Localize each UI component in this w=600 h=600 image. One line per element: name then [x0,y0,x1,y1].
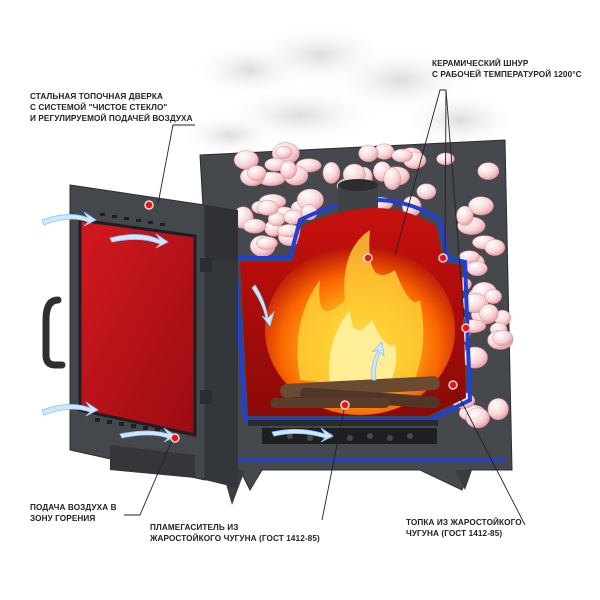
callout-door-line-2: С СИСТЕМОЙ "ЧИСТОЕ СТЕКЛО" [30,103,168,112]
callout-door-line-3: И РЕГУЛИРУЕМОЙ ПОДАЧЕЙ ВОЗДУХА [30,114,193,123]
stone [479,303,499,323]
callout-cord-line-2: С РАБОЧЕЙ ТЕМПЕРАТУРОЙ 1200°С [432,70,582,79]
ceramic-cord-outline [232,198,505,462]
firebox-door [42,184,238,488]
stone [484,289,502,304]
stone [247,165,267,181]
marker-dots [144,200,471,443]
stone [383,167,402,190]
callout-cord-line-1: КЕРАМИЧЕСКИЙ ШНУР [432,59,529,68]
callout-firebox-line-1: ТОПКА ИЗ ЖАРОСТОЙКОГО [406,518,522,527]
stone [279,160,297,180]
stone [358,144,379,163]
callout-door: СТАЛЬНАЯ ТОПОЧНАЯ ДВЕРКА С СИСТЕМОЙ "ЧИС… [30,91,193,124]
callout-air-line-2: ЗОНУ ГОРЕНИЯ [30,514,96,523]
chimney-pipe [338,179,378,223]
callout-firebox: ТОПКА ИЗ ЖАРОСТОЙКОГО ЧУГУНА (ГОСТ 1412-… [406,517,522,539]
sauna-stones [232,142,514,429]
stone [465,407,490,429]
stone [275,146,293,159]
callout-air-line-1: ПОДАЧА ВОЗДУХА В [30,503,117,512]
stone [242,218,267,234]
stone [461,346,488,369]
stone [256,236,278,250]
callout-cord: КЕРАМИЧЕСКИЙ ШНУР С РАБОЧЕЙ ТЕМПЕРАТУРОЙ… [432,58,582,80]
stone [477,162,500,180]
firebox [240,208,466,444]
stone [487,398,509,421]
stone [256,200,279,216]
callout-flame-line-2: ЖАРОСТОЙКОГО ЧУГУНА (ГОСТ 1412-85) [150,534,320,543]
callout-air: ПОДАЧА ВОЗДУХА В ЗОНУ ГОРЕНИЯ [30,502,117,524]
stone [468,196,494,216]
stone [416,183,437,200]
callout-flame-line-1: ПЛАМЕГАСИТЕЛЬ ИЗ [150,523,239,532]
stone [492,329,513,346]
leader-lines [124,89,526,526]
stone [456,205,474,226]
stone [233,150,259,170]
smoke [180,23,520,157]
callout-flame-arrester: ПЛАМЕГАСИТЕЛЬ ИЗ ЖАРОСТОЙКОГО ЧУГУНА (ГО… [150,522,320,544]
callout-firebox-line-2: ЧУГУНА (ГОСТ 1412-85) [406,529,503,538]
callout-door-line-1: СТАЛЬНАЯ ТОПОЧНАЯ ДВЕРКА [30,92,163,101]
stone [322,161,341,184]
stone [484,239,506,256]
stone [391,148,413,163]
air-flow-arrows [41,211,385,443]
stone [466,261,488,277]
